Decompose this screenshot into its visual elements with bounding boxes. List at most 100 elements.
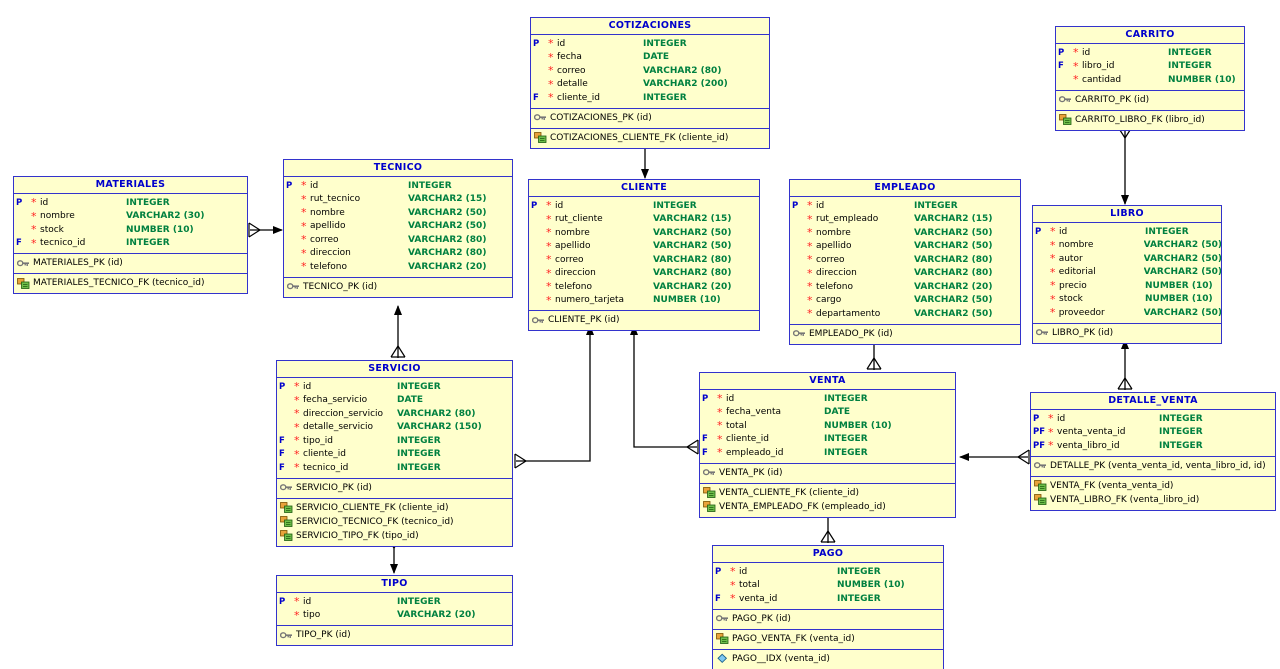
key-icon [534, 112, 547, 123]
constraint-label: VENTA_CLIENTE_FK (cliente_id) [719, 487, 860, 498]
foreign-keys-section: MATERIALES_TECNICO_FK (tecnico_id) [14, 274, 247, 293]
attribute-name: direccion [310, 248, 351, 259]
constraint-row: SERVICIO_PK (id) [277, 481, 512, 495]
constraint-row: COTIZACIONES_CLIENTE_FK (cliente_id) [531, 131, 769, 145]
constraint-label: VENTA_LIBRO_FK (venta_libro_id) [1050, 494, 1200, 505]
attribute-type: DATE [643, 52, 670, 63]
fk-icon [17, 277, 30, 289]
attribute-name: id [726, 393, 735, 404]
key-marker: P [533, 38, 540, 49]
attribute-name: cliente_id [303, 449, 346, 460]
attribute-name: rut_empleado [816, 214, 879, 225]
notnull-marker: * [546, 293, 552, 307]
attribute-name: rut_cliente [555, 214, 603, 225]
notnull-marker: * [717, 392, 723, 406]
notnull-marker: * [807, 212, 813, 226]
constraint-row: TIPO_PK (id) [277, 628, 512, 642]
attribute-type: VARCHAR2 (50) [914, 308, 993, 319]
attribute-type: INTEGER [1168, 47, 1212, 58]
constraint-row: VENTA_PK (id) [700, 466, 955, 480]
notnull-marker: * [546, 253, 552, 267]
key-marker: P [1033, 413, 1040, 424]
notnull-marker: * [301, 219, 307, 233]
attribute-type: INTEGER [408, 180, 452, 191]
attribute-type: INTEGER [126, 238, 170, 249]
edge-servicio-cliente [516, 325, 594, 462]
attribute-type: VARCHAR2 (50) [653, 227, 732, 238]
attribute-type: INTEGER [1159, 427, 1203, 438]
attribute-type: INTEGER [397, 435, 441, 446]
attribute-name: autor [1058, 253, 1083, 264]
attribute-name: numero_tarjeta [555, 295, 625, 306]
foreign-keys-section: CARRITO_LIBRO_FK (libro_id) [1056, 111, 1244, 130]
notnull-marker: * [294, 393, 300, 407]
attribute-type: INTEGER [824, 434, 868, 445]
constraint-label: TECNICO_PK (id) [303, 281, 378, 292]
primary-keys-section: EMPLEADO_PK (id) [790, 325, 1020, 344]
constraint-label: VENTA_FK (venta_venta_id) [1050, 480, 1174, 491]
key-marker: F [279, 449, 285, 460]
notnull-marker: * [31, 209, 37, 223]
notnull-marker: * [717, 446, 723, 460]
key-icon [703, 467, 716, 478]
crowsfoot-detalleventa-venta [1017, 449, 1030, 465]
attribute-name: correo [555, 254, 584, 265]
entity-title-materiales: MATERIALES [14, 177, 247, 194]
attribute-type: VARCHAR2 (80) [643, 65, 722, 76]
attribute-name: id [739, 566, 748, 577]
foreign-keys-section: VENTA_CLIENTE_FK (cliente_id)VENTA_EMPLE… [700, 484, 955, 517]
constraint-label: CARRITO_LIBRO_FK (libro_id) [1075, 114, 1205, 125]
crowsfoot-detalleventa-libro [1117, 377, 1133, 390]
fk-icon [280, 502, 293, 513]
notnull-marker: * [717, 405, 723, 419]
attribute-type: INTEGER [837, 593, 881, 604]
constraint-row: CLIENTE_PK (id) [529, 313, 759, 327]
attribute-name: editorial [1058, 267, 1096, 278]
notnull-marker: * [807, 226, 813, 240]
notnull-marker: * [1048, 412, 1054, 426]
constraint-row: VENTA_LIBRO_FK (venta_libro_id) [1031, 493, 1275, 507]
attribute-type: VARCHAR2 (50) [1143, 240, 1222, 251]
notnull-marker: * [294, 380, 300, 394]
attribute-type: VARCHAR2 (50) [914, 227, 993, 238]
notnull-marker: * [548, 50, 554, 64]
edge-venta-cliente [630, 325, 697, 448]
attribute-name: proveedor [1058, 307, 1105, 318]
key-marker: F [279, 462, 285, 473]
entity-title-carrito: CARRITO [1056, 27, 1244, 44]
key-icon [287, 281, 300, 292]
key-icon [1059, 94, 1072, 105]
attribute-name: direccion [555, 268, 596, 279]
fk-icon [280, 516, 293, 527]
attribute-name: cargo [816, 295, 842, 306]
notnull-marker: * [1049, 265, 1056, 279]
